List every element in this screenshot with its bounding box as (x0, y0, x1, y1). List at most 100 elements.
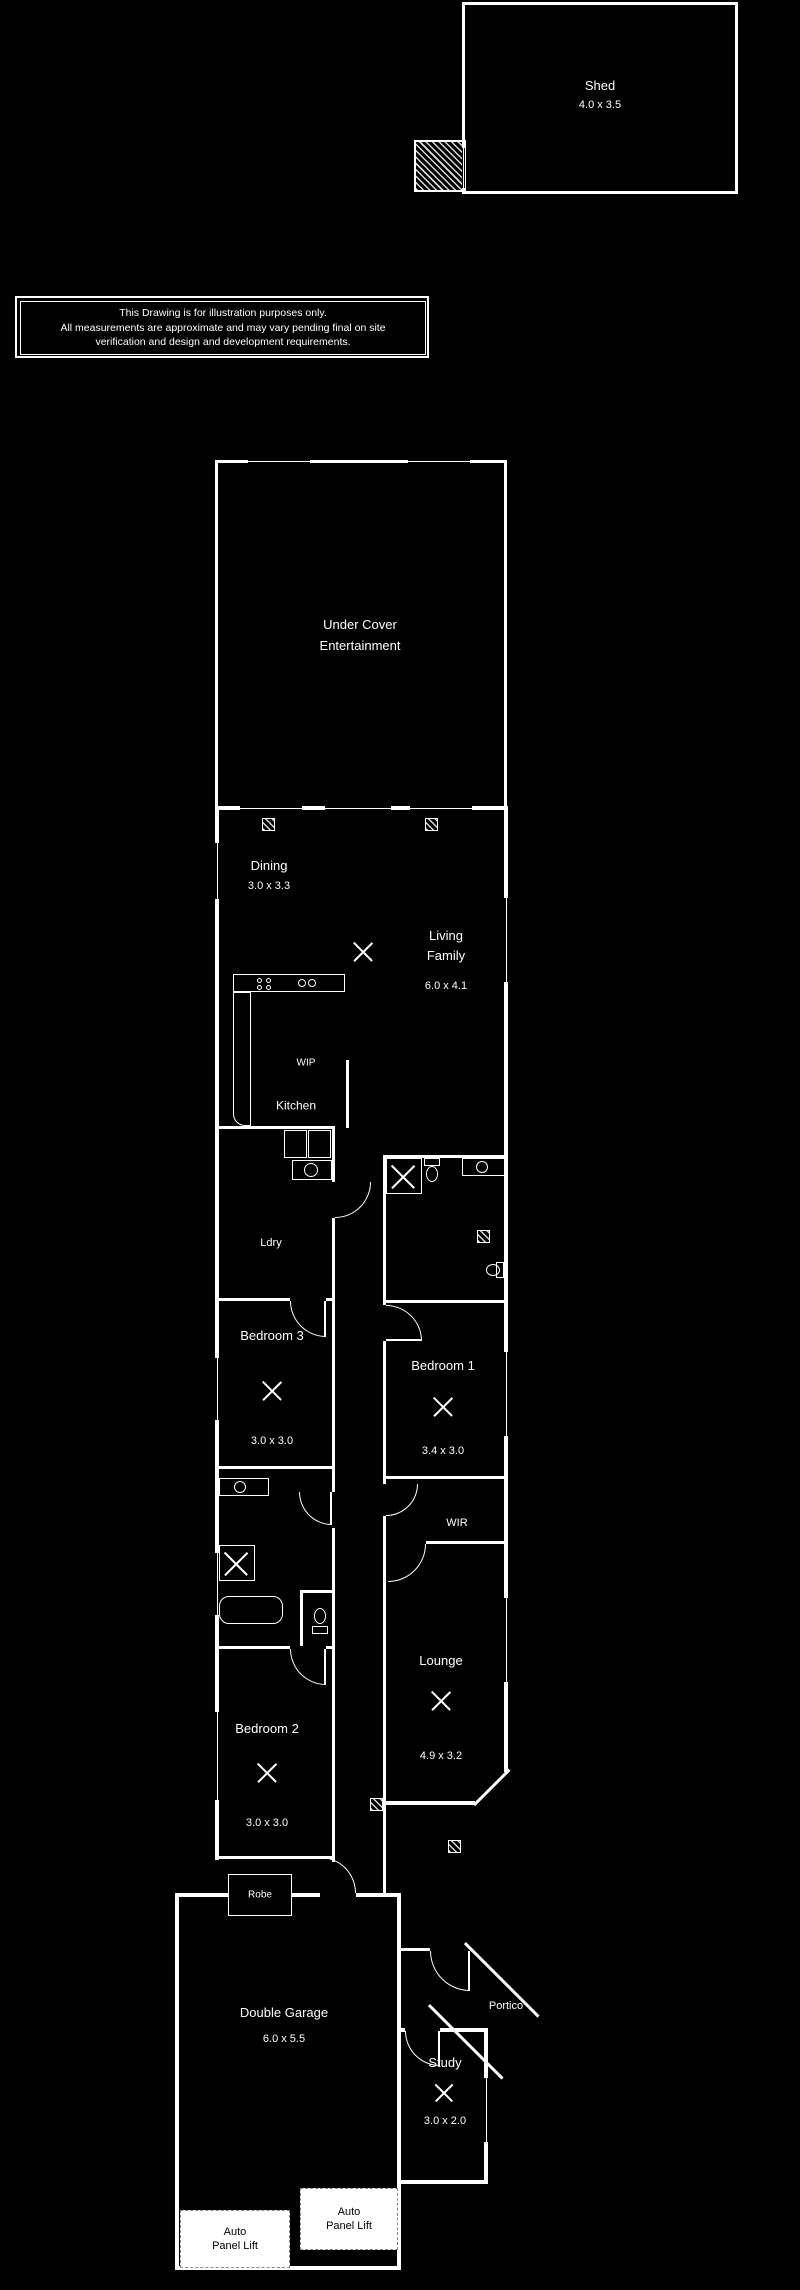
garage-top-wall (175, 1893, 228, 1897)
door-leaf (324, 1301, 326, 1337)
bedroom1-top-wall (386, 1300, 507, 1303)
verandah-top-wall (215, 460, 507, 463)
door-arc (386, 1305, 422, 1341)
disclaimer-text: This Drawing is for illustration purpose… (20, 301, 426, 355)
door-arc (386, 1484, 418, 1516)
shed-tank (414, 140, 466, 192)
lounge-corner-angled-wall (473, 1768, 511, 1807)
lounge-top-wall (426, 1541, 507, 1544)
front-window-left (240, 806, 302, 810)
room-label-living-1: Living (429, 927, 463, 943)
post-hatch (262, 818, 275, 831)
hall-wall-left (332, 1528, 335, 1862)
vanity-basin-icon (476, 1161, 488, 1173)
stove-icon (257, 985, 262, 990)
house-right-wall (504, 806, 508, 1772)
door-leaf (438, 2031, 440, 2066)
room-label-wip: WIP (296, 1057, 316, 1069)
door-leaf (324, 1649, 326, 1685)
shower-x-icon (390, 1162, 417, 1189)
shed-door-opening (462, 148, 465, 188)
room-dims-study: 3.0 x 2.0 (423, 2114, 467, 2127)
living-window (504, 898, 508, 982)
front-window-right (410, 806, 472, 810)
disclaimer-line3: verification and design and development … (95, 336, 351, 349)
lounge-bottom-wall (383, 1801, 475, 1805)
hall-wall-right (383, 1803, 386, 1895)
room-label-portico: Portico (488, 1999, 524, 2012)
room-label-robe: Robe (248, 1889, 272, 1901)
verandah-screen-right (408, 460, 470, 463)
robe-outline (228, 1874, 292, 1916)
bedroom3-window (215, 1358, 219, 1420)
front-sliding-door (325, 806, 391, 810)
ceiling-fan-icon (256, 1761, 278, 1783)
bedroom2-bottom-wall (215, 1856, 335, 1859)
stove-icon (266, 978, 271, 983)
hall-wall-right (383, 1516, 386, 1803)
verandah-left-wall (215, 460, 218, 810)
hall-wall-right (383, 1341, 386, 1484)
sink-icon (298, 979, 306, 987)
lounge-window (504, 1598, 508, 1682)
kitchen-laundry-wall (215, 1126, 335, 1129)
toilet-bowl-icon (426, 1166, 438, 1182)
room-label-garage: Double Garage (239, 2004, 329, 2020)
room-dims-living: 6.0 x 4.1 (424, 979, 468, 992)
ceiling-fan-icon (432, 1395, 454, 1417)
room-label-laundry: Ldry (260, 1236, 282, 1249)
garage-door-left-line1: Auto (223, 2225, 247, 2238)
garage-top-wall (292, 1893, 320, 1897)
room-label-wir: WIR (446, 1516, 468, 1529)
verandah-screen-left (248, 460, 310, 463)
linen-cupboard (284, 1130, 307, 1158)
disclaimer-box: This Drawing is for illustration purpose… (15, 296, 429, 358)
bedroom3-top-wall (326, 1298, 335, 1301)
sink-icon (308, 979, 316, 987)
bedroom3-bottom-wall (215, 1466, 335, 1469)
door-arc (299, 1492, 332, 1525)
garage-door-right-line2: Panel Lift (326, 2220, 372, 2232)
ceiling-fan-icon (434, 2082, 454, 2102)
hall-wall-right (383, 1155, 386, 1305)
bath-top-wall (383, 1155, 507, 1158)
garage-left-wall (175, 1893, 179, 2270)
door-arc (320, 1857, 356, 1893)
shed-outline (462, 2, 738, 194)
disclaimer-line1: This Drawing is for illustration purpose… (119, 306, 327, 319)
room-dims-dining: 3.0 x 3.3 (247, 879, 291, 892)
bedroom2-top-wall (215, 1646, 290, 1649)
room-dims-shed: 4.0 x 3.5 (578, 98, 622, 111)
disclaimer-line2: All measurements are approximate and may… (60, 321, 386, 334)
ceiling-fan-icon (352, 940, 374, 962)
room-dims-bedroom3: 3.0 x 3.0 (250, 1434, 294, 1447)
verandah-right-wall (504, 460, 507, 810)
dining-window (215, 843, 219, 899)
wc-nook-wall (300, 1590, 303, 1646)
bathtub-icon (219, 1596, 283, 1624)
room-dims-lounge: 4.9 x 3.2 (419, 1749, 463, 1762)
garage-door-left-line2: Panel Lift (212, 2240, 258, 2252)
vanity-basin-icon (234, 1481, 246, 1493)
room-dims-bedroom2: 3.0 x 3.0 (245, 1816, 289, 1829)
door-arc (335, 1182, 371, 1218)
house-left-wall (215, 806, 219, 1860)
garage-door-right-line1: Auto (337, 2205, 361, 2218)
garage-right-wall (397, 1893, 401, 2270)
bedroom1-window (504, 1352, 508, 1436)
bedroom3-top-wall (215, 1298, 290, 1301)
room-label-bedroom3: Bedroom 3 (240, 1327, 304, 1343)
room-label-living-2: Family (426, 947, 466, 963)
shower-x-icon (223, 1549, 250, 1576)
garage-door-panel-left: Auto Panel Lift (180, 2210, 290, 2268)
ceiling-fan-icon (261, 1379, 283, 1401)
door-leaf (330, 1492, 332, 1525)
laundry-tub (292, 1160, 332, 1180)
shower-icon (386, 1158, 422, 1194)
toilet-bowl-icon (314, 1608, 326, 1624)
room-label-bedroom2: Bedroom 2 (235, 1720, 299, 1736)
room-label-entertainment-1: Under Cover (323, 616, 397, 632)
stove-icon (257, 978, 262, 983)
laundry-tub-bowl (304, 1163, 318, 1177)
